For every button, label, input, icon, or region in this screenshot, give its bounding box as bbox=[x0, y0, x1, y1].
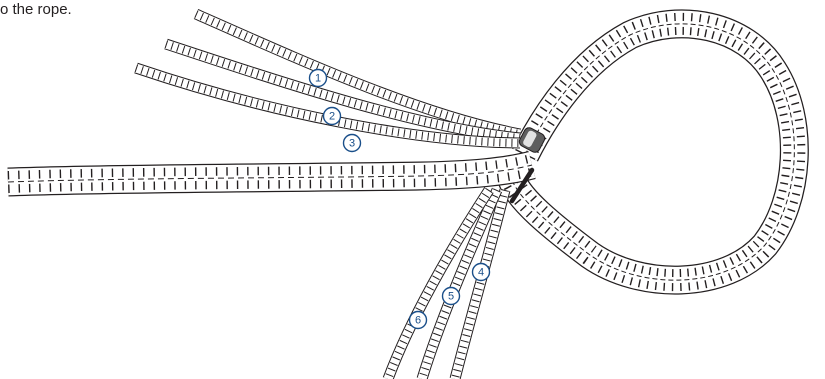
callout-number: 1 bbox=[315, 73, 321, 85]
strand-number-callout-6: 6 bbox=[410, 312, 427, 329]
callout-number: 4 bbox=[478, 267, 484, 279]
strand-number-callout-4: 4 bbox=[473, 264, 490, 281]
strand-6 bbox=[388, 190, 489, 379]
callout-number: 6 bbox=[415, 315, 421, 327]
rope-standing-part bbox=[8, 165, 532, 182]
callout-number: 5 bbox=[448, 291, 454, 303]
callout-number: 3 bbox=[349, 138, 355, 150]
strand-number-callout-2: 2 bbox=[324, 108, 341, 125]
rope-eye-loop bbox=[512, 24, 794, 280]
strand-number-callout-5: 5 bbox=[443, 288, 460, 305]
callout-number: 2 bbox=[329, 111, 335, 123]
strand-number-callout-1: 1 bbox=[310, 70, 327, 87]
strand-number-callout-3: 3 bbox=[344, 135, 361, 152]
